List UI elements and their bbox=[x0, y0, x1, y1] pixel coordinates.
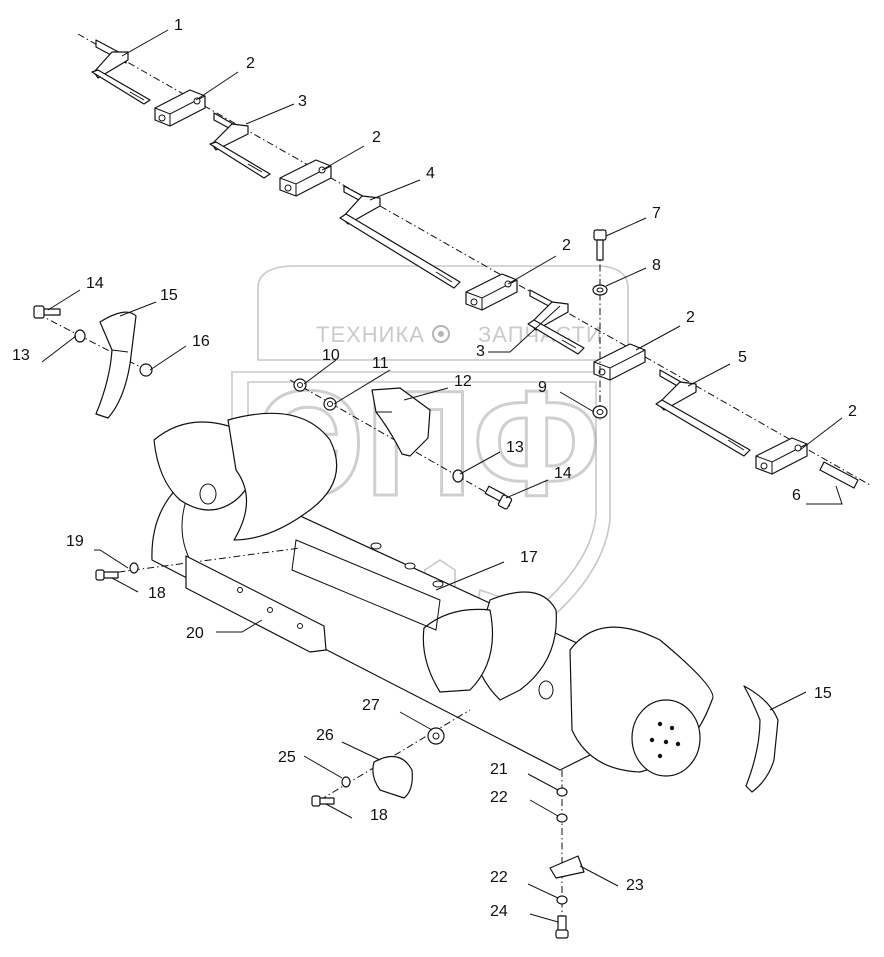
callout-22b: 22 bbox=[490, 869, 508, 886]
part-2-connector-d bbox=[593, 343, 646, 381]
bottom-left-hardware bbox=[311, 709, 471, 807]
callout-18a: 18 bbox=[148, 585, 166, 602]
callout-16: 16 bbox=[192, 333, 210, 350]
drum-end-bolt-pattern bbox=[649, 721, 681, 759]
part-19-washer bbox=[129, 562, 139, 574]
callout-15a: 15 bbox=[160, 287, 178, 304]
left-guard-assembly bbox=[33, 305, 153, 419]
part-11-washer bbox=[323, 397, 337, 411]
part-15-guard-b bbox=[743, 685, 779, 793]
callout-3a: 3 bbox=[298, 93, 307, 110]
callout-14b: 14 bbox=[554, 465, 572, 482]
part-24-bolt bbox=[555, 915, 569, 939]
watermark-text-left: ТЕХНИКА bbox=[316, 322, 425, 347]
plate-20-assembly bbox=[95, 547, 327, 653]
callout-24: 24 bbox=[490, 903, 508, 920]
callout-2e: 2 bbox=[848, 403, 857, 420]
callout-1: 1 bbox=[174, 17, 183, 34]
callout-9: 9 bbox=[538, 379, 547, 396]
part-22-washer-a bbox=[556, 813, 568, 823]
callout-labels: 1 2 3 2 4 2 7 8 3 2 5 9 2 6 14 15 13 16 … bbox=[12, 17, 857, 920]
callout-26: 26 bbox=[316, 727, 334, 744]
callout-2b: 2 bbox=[372, 129, 381, 146]
part-3-crank-a bbox=[209, 112, 271, 179]
callout-12: 12 bbox=[454, 373, 472, 390]
part-25-washer bbox=[341, 776, 351, 788]
part-15-guard-a bbox=[95, 311, 137, 419]
part-16-nut bbox=[139, 363, 153, 377]
part-13-washer-a bbox=[74, 329, 86, 343]
center-hardware bbox=[289, 378, 513, 510]
part-18-bolt-b bbox=[311, 795, 335, 807]
part-18-bolt-a bbox=[95, 569, 119, 581]
part-1-crank bbox=[91, 39, 151, 105]
callout-22a: 22 bbox=[490, 789, 508, 806]
callout-10: 10 bbox=[322, 347, 340, 364]
part-10-nut bbox=[293, 378, 307, 392]
callout-5: 5 bbox=[738, 349, 747, 366]
part-21-nut bbox=[556, 787, 568, 797]
callout-15b: 15 bbox=[814, 685, 832, 702]
part-20-plate bbox=[185, 555, 327, 653]
callout-2a: 2 bbox=[246, 55, 255, 72]
callout-20: 20 bbox=[186, 625, 204, 642]
part-14-bolt-b bbox=[484, 485, 513, 510]
part-7-bolt bbox=[593, 229, 607, 261]
callout-21: 21 bbox=[490, 761, 508, 778]
part-6-pin bbox=[819, 461, 859, 489]
callout-7: 7 bbox=[652, 205, 661, 222]
part-26-cover bbox=[372, 755, 413, 799]
part-22-washer-b bbox=[556, 895, 568, 905]
part-2-connector-c bbox=[465, 273, 518, 311]
callout-2d: 2 bbox=[686, 309, 695, 326]
callout-18b: 18 bbox=[370, 807, 388, 824]
callout-8: 8 bbox=[652, 257, 661, 274]
part-4-long-crank bbox=[339, 185, 461, 289]
bottom-center-hardware bbox=[549, 770, 585, 939]
part-12-bracket bbox=[371, 387, 431, 457]
callout-19: 19 bbox=[66, 533, 84, 550]
part-8-washer bbox=[592, 284, 608, 296]
crank-shaft-assembly bbox=[77, 33, 871, 489]
callout-14a: 14 bbox=[86, 275, 104, 292]
gear-icon bbox=[432, 325, 450, 343]
part-2-connector-e bbox=[755, 437, 808, 475]
part-9-nut bbox=[592, 405, 608, 419]
part-23-scraper bbox=[549, 855, 585, 879]
part-2-connector-a bbox=[154, 89, 206, 127]
callout-27: 27 bbox=[362, 697, 380, 714]
callout-11: 11 bbox=[372, 355, 389, 372]
callout-25: 25 bbox=[278, 749, 296, 766]
callout-23: 23 bbox=[626, 877, 644, 894]
callout-2c: 2 bbox=[562, 237, 571, 254]
part-14-bolt-a bbox=[33, 305, 61, 319]
part-2-connector-b bbox=[279, 159, 332, 197]
callout-4: 4 bbox=[426, 165, 435, 182]
callout-13a: 13 bbox=[12, 347, 30, 364]
callout-6: 6 bbox=[792, 487, 801, 504]
callout-17: 17 bbox=[520, 549, 538, 566]
callout-3b: 3 bbox=[476, 343, 485, 360]
auger-tube-assembly bbox=[151, 412, 714, 777]
part-5-crank bbox=[655, 369, 751, 457]
part-27-bushing bbox=[427, 727, 445, 745]
callout-13b: 13 bbox=[506, 439, 524, 456]
callout-leaders bbox=[41, 29, 843, 923]
part-13-washer-b bbox=[452, 469, 464, 483]
